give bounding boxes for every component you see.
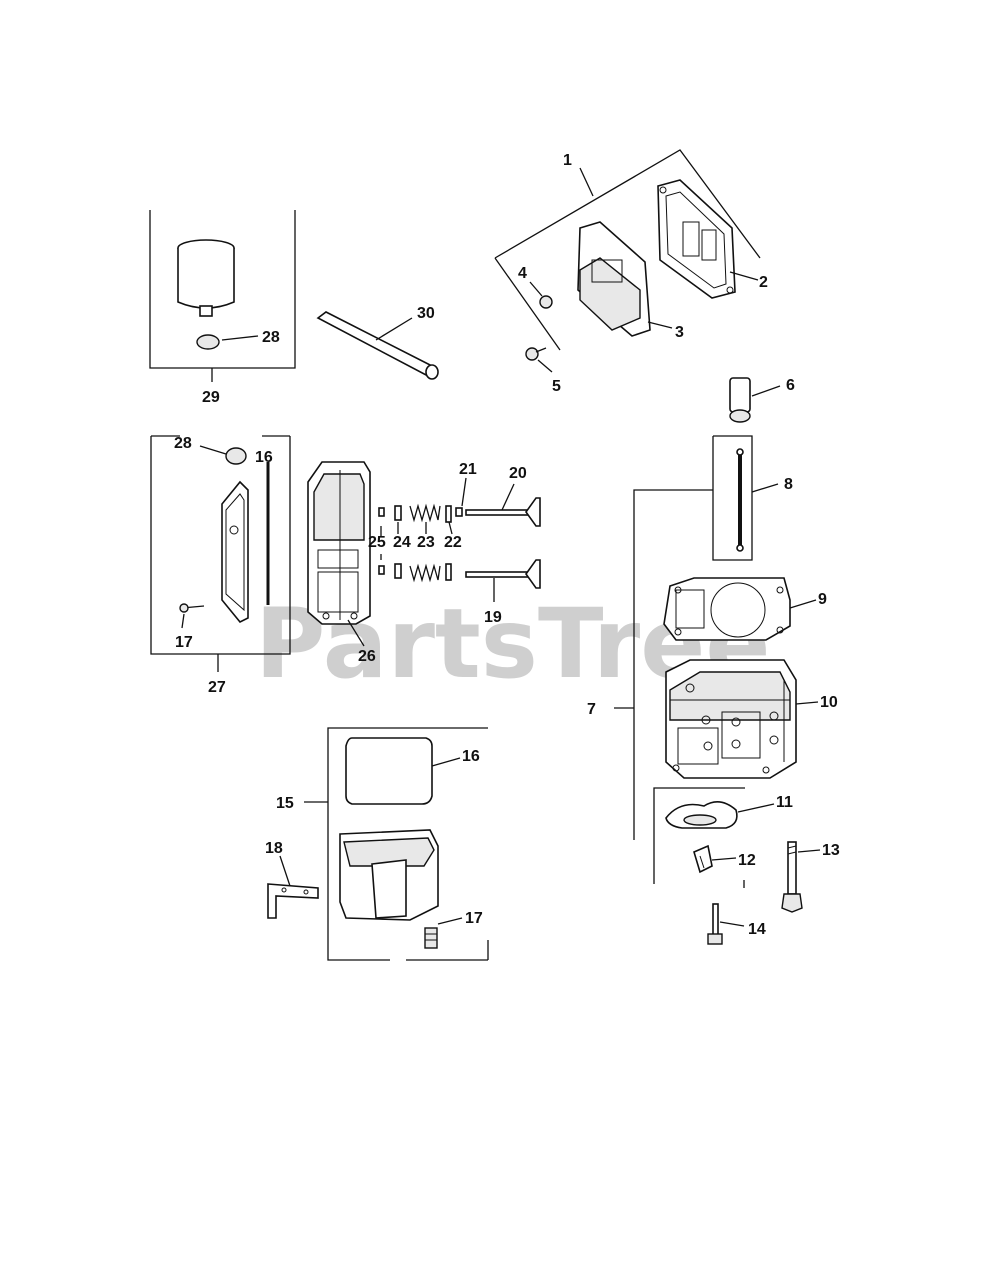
label-16-bottom: 16 [462,748,480,765]
label-13: 13 [822,842,840,859]
label-18: 18 [265,840,283,857]
part-27-group [150,435,291,672]
part-2-cover-plate[interactable] [657,179,736,299]
part-26-cylinder-head-side[interactable] [307,461,371,625]
part-9-head-gasket[interactable] [663,577,791,641]
part-12-pivot[interactable] [693,844,713,874]
label-20: 20 [509,465,527,482]
label-30: 30 [417,305,435,322]
part-20-intake-valve[interactable] [465,497,541,527]
label-16-top: 16 [255,449,273,466]
part-3-valve-cover[interactable] [577,221,651,337]
part-5-screw[interactable] [525,347,547,361]
part-11-rocker-arm[interactable] [665,801,738,829]
label-3: 3 [675,324,684,341]
valve-cover-kit-group [494,149,761,373]
label-19: 19 [484,609,502,626]
label-27: 27 [208,679,226,696]
part-30-tube[interactable] [316,311,439,380]
label-22: 22 [444,534,462,551]
label-21: 21 [459,461,477,478]
part-24-retainers[interactable] [394,505,402,579]
part-16-cover-gasket[interactable] [345,737,433,805]
part-25-keepers[interactable] [378,507,385,575]
label-17-left: 17 [175,634,193,651]
label-7: 7 [587,701,596,718]
part-15-valve-cover[interactable] [339,829,439,921]
label-4: 4 [518,265,527,282]
part-28-plug[interactable] [225,447,247,465]
label-2: 2 [759,274,768,291]
part-15-group [304,727,489,961]
label-11: 11 [776,794,793,811]
label-1: 1 [563,152,572,169]
part-13-head-bolt[interactable] [781,841,803,913]
label-5: 5 [552,378,561,395]
part-21-clip[interactable] [455,507,463,517]
part-14-stud[interactable] [707,903,723,945]
label-10: 10 [820,694,838,711]
label-14: 14 [748,921,766,938]
part-23-springs[interactable] [409,503,441,583]
label-26: 26 [358,648,376,665]
label-25: 25 [368,534,386,551]
label-9: 9 [818,591,827,608]
label-8: 8 [784,476,793,493]
part-22-seals[interactable] [445,505,452,581]
part-8-push-rod[interactable] [736,448,744,552]
label-15: 15 [276,795,294,812]
part-7-group [614,435,819,888]
part-28-plug-top[interactable] [196,334,220,350]
part-19-exhaust-valve[interactable] [465,559,541,589]
label-12: 12 [738,852,756,869]
part-6-lifter[interactable] [729,377,751,423]
label-28-top: 28 [262,329,280,346]
label-6: 6 [786,377,795,394]
part-4-nut[interactable] [539,295,553,309]
label-29: 29 [202,389,220,406]
part-27-breather-cover[interactable] [221,480,249,624]
part-29-group [149,210,296,382]
label-17-right: 17 [465,910,483,927]
part-17-screw[interactable] [179,603,205,613]
label-23: 23 [417,534,435,551]
part-10-cylinder-head[interactable] [665,659,797,779]
part-labels: 1 2 3 4 5 6 7 8 9 10 11 12 13 14 15 16 1… [174,152,840,938]
part-29-filter-cup[interactable] [177,239,235,317]
label-28-left: 28 [174,435,192,452]
part-18-bracket[interactable] [267,883,319,919]
part-17-cover-screw[interactable] [424,927,438,949]
label-24: 24 [393,534,411,551]
